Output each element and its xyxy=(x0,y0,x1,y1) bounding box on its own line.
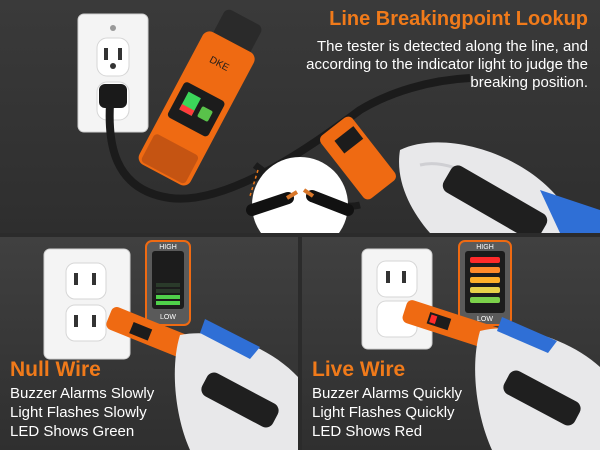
description-line: LED Shows Red xyxy=(312,423,423,440)
live-wire-panel: HIGH LOW Live Wire Buzzer Alarms Quickly… xyxy=(302,237,600,450)
indicator-low-label: LOW xyxy=(477,316,493,323)
wall-outlet xyxy=(43,248,131,360)
description-line: Buzzer Alarms Quickly xyxy=(312,385,463,402)
line-breakpoint-scene: DKE xyxy=(77,9,600,233)
indicator-high-label: HIGH xyxy=(159,244,177,251)
null-wire-panel: HIGH LOW Null Wire Buzzer Alarms Slowly … xyxy=(0,237,298,450)
description-line: Light Flashes Slowly xyxy=(10,404,147,421)
gloved-hand xyxy=(402,300,600,450)
description-line: Buzzer Alarms Slowly xyxy=(10,385,155,402)
voltage-tester-device: DKE xyxy=(138,9,262,186)
description-line: LED Shows Green xyxy=(10,423,135,440)
null-wire-scene: HIGH LOW xyxy=(43,240,298,450)
indicator-zoom: HIGH LOW xyxy=(458,240,512,326)
description-line: Light Flashes Quickly xyxy=(312,404,455,421)
live-wire-scene: HIGH LOW xyxy=(361,240,600,450)
section-description: The tester is detected along the line, a… xyxy=(306,38,588,91)
section-title: Line Breakingpoint Lookup xyxy=(329,8,588,30)
indicator-high-label: HIGH xyxy=(476,244,494,251)
live-wire-title: Live Wire xyxy=(312,358,406,381)
wall-outlet xyxy=(361,248,433,350)
broken-wire-zoom xyxy=(246,157,354,233)
live-wire-description: Buzzer Alarms Quickly Light Flashes Quic… xyxy=(312,384,462,441)
indicator-low-label: LOW xyxy=(160,314,176,321)
gloved-hand xyxy=(320,116,600,233)
indicator-zoom: HIGH LOW xyxy=(145,240,191,326)
gloved-hand xyxy=(106,307,298,450)
line-breakpoint-panel: DKE Line Breakingpoint Lookup The tester… xyxy=(0,0,600,233)
null-wire-title: Null Wire xyxy=(10,358,101,381)
null-wire-description: Buzzer Alarms Slowly Light Flashes Slowl… xyxy=(10,384,154,441)
